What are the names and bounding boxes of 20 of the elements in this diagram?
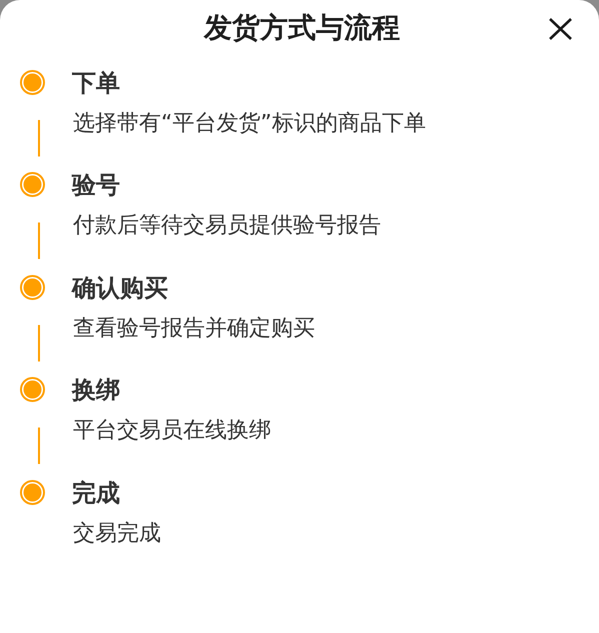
step-title: 验号 xyxy=(72,173,120,197)
connector-line xyxy=(38,325,40,362)
step-description: 选择带有“平台发货”标识的商品下单 xyxy=(73,112,426,134)
connector-line xyxy=(38,120,40,156)
title: 发货方式与流程 xyxy=(204,14,400,42)
connector-line xyxy=(38,428,40,464)
step-dot xyxy=(20,480,44,504)
step-title: 下单 xyxy=(72,70,120,94)
step-description: 查看验号报告并确定购买 xyxy=(73,318,315,340)
step-description: 交易完成 xyxy=(73,522,161,544)
step-dot xyxy=(20,70,44,94)
step-description: 付款后等待交易员提供验号报告 xyxy=(73,215,381,237)
step-dot xyxy=(20,172,44,197)
step-description: 平台交易员在线换绑 xyxy=(73,420,271,442)
connector-line xyxy=(38,222,40,259)
step-title: 完成 xyxy=(72,480,120,504)
step-dot xyxy=(20,274,44,300)
step-dot xyxy=(20,377,44,402)
step-title: 换绑 xyxy=(72,378,120,402)
step-title: 确认购买 xyxy=(72,276,168,300)
